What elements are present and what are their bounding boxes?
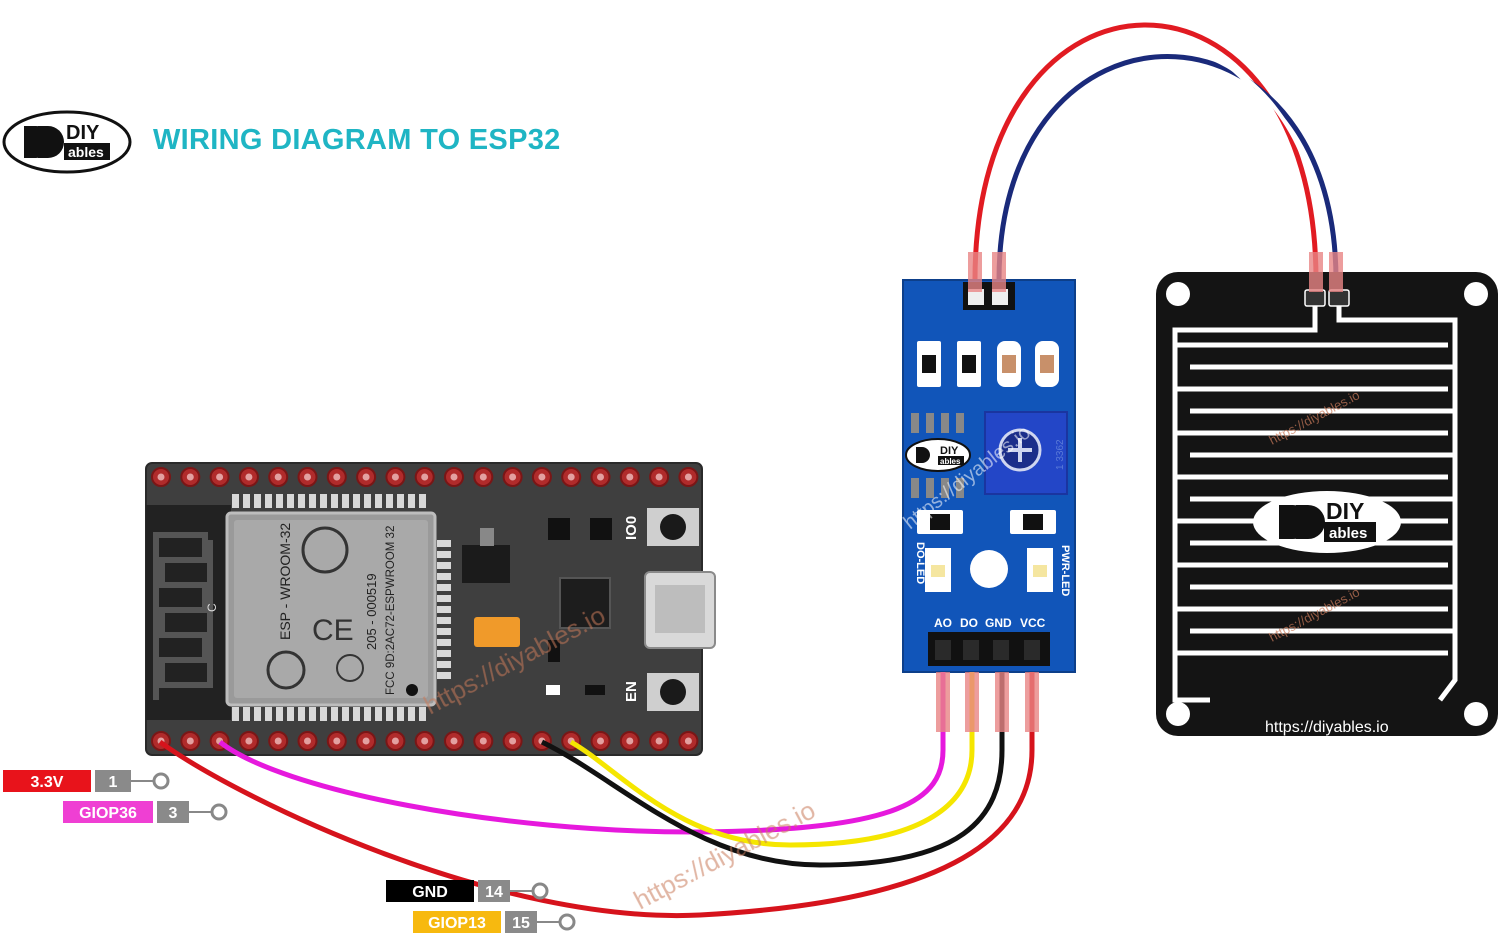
pin-label-do: DO <box>960 616 978 630</box>
signal-wires <box>158 252 1343 919</box>
pin-number: 14 <box>485 884 503 901</box>
do-led-label: DO-LED <box>914 542 926 584</box>
rain-sensor-plate: DIY ables https://diyables.io <box>1156 272 1498 736</box>
svg-text:DIY: DIY <box>1326 498 1364 524</box>
sensor-url: https://diyables.io <box>1265 719 1389 736</box>
do-wire <box>569 672 975 848</box>
wifi-icon <box>266 650 306 690</box>
pin-name: GIOP13 <box>428 915 486 932</box>
pin-number: 15 <box>512 915 530 932</box>
voltage-regulator <box>462 545 510 583</box>
svg-text:1 3362: 1 3362 <box>1055 439 1066 470</box>
logo-text-top: DIY <box>66 122 100 144</box>
sensor-blue-wire <box>996 54 1339 281</box>
page-title: WIRING DIAGRAM TO ESP32 <box>153 124 561 156</box>
mounting-hole <box>970 550 1008 588</box>
svg-text:ables: ables <box>1329 525 1367 542</box>
module-label: ESP - WROOM-32 <box>277 523 293 640</box>
gnd-wire <box>540 672 1005 868</box>
capacitor <box>474 617 520 647</box>
diyables-logo: DIY ables <box>2 110 132 174</box>
io0-label: IO0 <box>623 516 640 540</box>
pin-number: 3 <box>169 805 178 822</box>
ao-wire <box>218 672 946 835</box>
module-logo: DIY ables <box>905 438 971 472</box>
top-header-pins <box>151 467 699 487</box>
usb-uart-chip <box>559 577 611 629</box>
pin-label-ao: AO <box>934 616 952 630</box>
svg-text:ables: ables <box>940 457 961 466</box>
sensor-red-wire <box>972 22 1319 281</box>
pin-label-vcc: VCC <box>1020 616 1046 630</box>
pin-label-giop36: GIOP36 3 <box>63 801 228 823</box>
vcc-wire <box>158 672 1035 919</box>
pin-label-gnd: GND 14 <box>386 880 549 902</box>
ce-mark-icon: CE <box>312 614 354 647</box>
pin-label-gnd: GND <box>985 616 1012 630</box>
certification-icon <box>336 654 364 682</box>
c-mark: C <box>205 603 219 612</box>
pin-label-giop13: GIOP13 15 <box>413 911 576 933</box>
sensor-wires <box>972 22 1339 281</box>
logo-text-bottom: ables <box>68 144 104 160</box>
rain-sensor-module: DIY ables 1 3362 DO-LED PWR-LED AO DO GN… <box>902 279 1076 673</box>
en-button[interactable] <box>647 673 699 711</box>
pin-name: GIOP36 <box>79 805 137 822</box>
en-label: EN <box>623 681 640 702</box>
pin-name: 3.3V <box>31 774 64 791</box>
pin-number: 1 <box>109 774 118 791</box>
pin-name: GND <box>412 884 448 901</box>
esp32-board: ESP - WROOM-32 205 - 000519 FCC 9D:2AC72… <box>145 462 716 756</box>
svg-text:DIY: DIY <box>940 445 959 457</box>
pin-label-33v: 3.3V 1 <box>3 770 170 792</box>
fcc-label: FCC 9D:2AC72-ESPWROOM 32 <box>385 526 397 695</box>
module-code: 205 - 000519 <box>364 573 379 650</box>
plate-logo: DIY ables <box>1253 491 1401 553</box>
bottom-header-pins <box>151 731 699 751</box>
espressif-icon <box>301 526 349 574</box>
io0-button[interactable] <box>647 508 699 546</box>
pwr-led-label: PWR-LED <box>1059 545 1071 596</box>
